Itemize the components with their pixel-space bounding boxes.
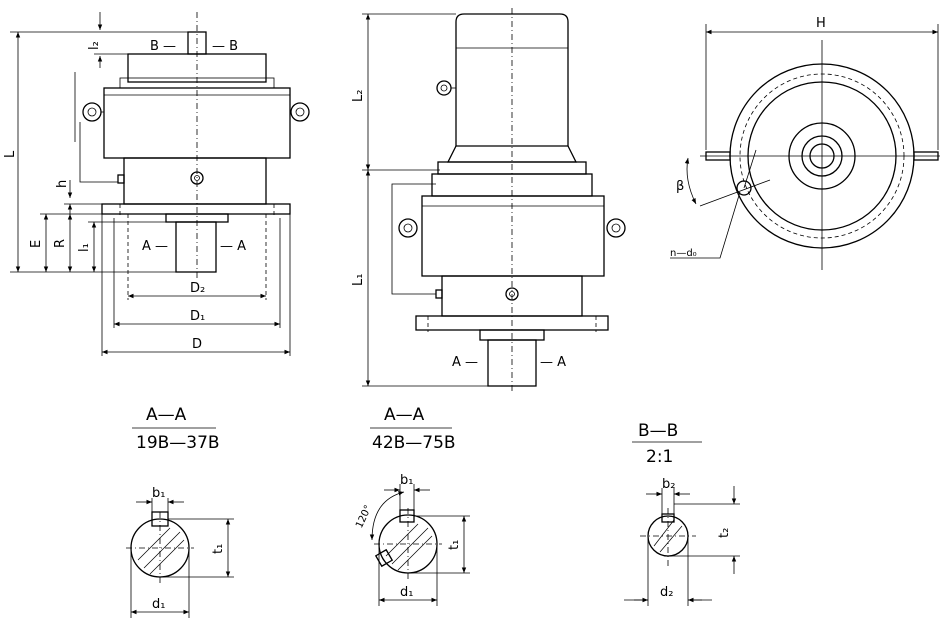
lifting-eye-left xyxy=(82,102,104,122)
dim-L: L xyxy=(3,150,18,158)
section-BB-2-1: b₂ t₂ d₂ xyxy=(624,477,740,606)
section-AA-42B-75B: 120° b₁ t₁ d₁ xyxy=(354,473,470,606)
dim-L2: L₂ xyxy=(351,90,366,102)
section-1-title: A—A xyxy=(146,405,187,425)
dim-b2: b₂ xyxy=(662,477,675,492)
cut-B-left: B — xyxy=(150,39,176,54)
middle-elevation-view: L₂ L₁ A — — A xyxy=(351,8,626,392)
dim-d1-sec1: d₁ xyxy=(152,597,165,612)
right-top-view: H β n—d₀ xyxy=(670,16,940,270)
section-1-subtitle: 19B—37B xyxy=(136,433,220,453)
dim-angle-120: 120° xyxy=(354,504,374,530)
cut-A-right: — A xyxy=(220,239,246,254)
dim-H: H xyxy=(816,16,826,31)
section-2-subtitle: 42B—75B xyxy=(372,433,456,453)
dim-d1-sec2: d₁ xyxy=(400,585,413,600)
dim-b1-sec2: b₁ xyxy=(400,473,413,488)
cut-B-right: — B xyxy=(212,39,238,54)
dim-beta: β xyxy=(676,179,684,194)
dim-t2: t₂ xyxy=(717,528,732,538)
dim-b1-sec1: b₁ xyxy=(152,486,165,501)
dim-D1: D₁ xyxy=(190,309,205,324)
dim-D2: D₂ xyxy=(190,281,205,296)
dim-R: R xyxy=(53,239,68,248)
cut-A-mid-left: A — xyxy=(452,355,478,370)
cut-A-left: A — xyxy=(142,239,168,254)
lifting-eye-right xyxy=(290,102,310,122)
dim-E: E xyxy=(29,240,44,248)
dim-n-d0: n—d₀ xyxy=(670,248,697,259)
dim-D: D xyxy=(192,337,202,352)
dim-t1-sec2: t₁ xyxy=(447,540,462,550)
section-AA-19B-37B: b₁ t₁ d₁ xyxy=(126,486,234,618)
dim-t1-sec1: t₁ xyxy=(211,544,226,554)
section-titles: A—A 19B—37B A—A 42B—75B B—B 2:1 xyxy=(132,405,702,467)
section-3-title: B—B xyxy=(638,421,678,441)
dim-d2: d₂ xyxy=(660,585,673,600)
left-elevation-view: L E R h l₁ l₂ B — — B A — — A D₂ xyxy=(3,12,310,356)
section-2-title: A—A xyxy=(384,405,425,425)
cut-A-mid-right: — A xyxy=(540,355,566,370)
dim-l2: l₂ xyxy=(87,41,102,50)
dim-l1: l₁ xyxy=(77,243,92,252)
dim-L1: L₁ xyxy=(351,274,366,286)
dim-h: h xyxy=(55,180,70,188)
section-3-subtitle: 2:1 xyxy=(646,447,673,467)
